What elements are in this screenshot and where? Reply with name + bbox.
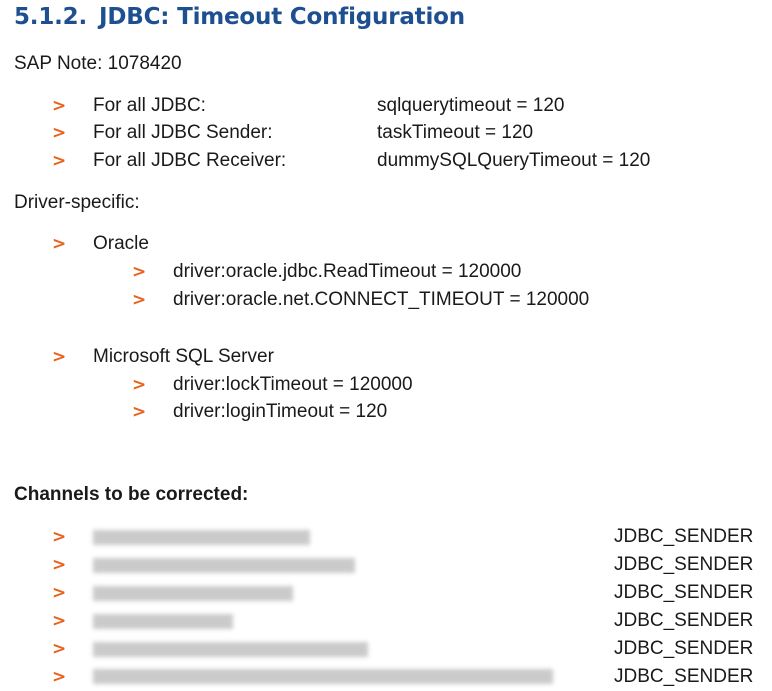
redacted-channel-name (93, 642, 368, 657)
channel-type: JDBC_SENDER (614, 582, 754, 603)
bullet-arrow-icon: > (52, 667, 67, 687)
timeout-label: For all JDBC: (93, 95, 206, 116)
driver-setting: driver:oracle.net.CONNECT_TIMEOUT = 1200… (173, 289, 590, 310)
bullet-arrow-icon: > (52, 347, 67, 367)
redacted-channel-name (93, 558, 355, 573)
bullet-arrow-icon: > (52, 527, 67, 547)
bullet-arrow-icon: > (52, 639, 67, 659)
driver-name: Oracle (93, 233, 149, 254)
timeout-label: For all JDBC Sender: (93, 122, 273, 143)
bullet-arrow-icon: > (52, 611, 67, 631)
redacted-channel-name (93, 614, 233, 629)
driver-setting: driver:oracle.jdbc.ReadTimeout = 120000 (173, 261, 522, 282)
bullet-arrow-icon: > (132, 290, 147, 310)
bullet-arrow-icon: > (52, 583, 67, 603)
channels-heading: Channels to be corrected: (14, 484, 249, 505)
bullet-arrow-icon: > (52, 96, 67, 116)
bullet-arrow-icon: > (52, 234, 67, 254)
bullet-arrow-icon: > (52, 151, 67, 171)
channel-type: JDBC_SENDER (614, 638, 754, 659)
driver-specific-label: Driver-specific: (14, 192, 140, 213)
driver-setting: driver:lockTimeout = 120000 (173, 374, 413, 395)
driver-setting: driver:loginTimeout = 120 (173, 401, 388, 422)
section-heading: 5.1.2. JDBC: Timeout Configuration (14, 4, 465, 30)
bullet-arrow-icon: > (52, 123, 67, 143)
redacted-channel-name (93, 669, 553, 684)
redacted-channel-name (93, 586, 293, 601)
section-number: 5.1.2. (14, 4, 88, 30)
driver-name: Microsoft SQL Server (93, 346, 274, 367)
redacted-channel-name (93, 530, 310, 545)
timeout-value: dummySQLQueryTimeout = 120 (377, 150, 651, 171)
bullet-arrow-icon: > (132, 375, 147, 395)
channel-type: JDBC_SENDER (614, 610, 754, 631)
channel-type: JDBC_SENDER (614, 666, 754, 687)
timeout-value: sqlquerytimeout = 120 (377, 95, 565, 116)
channel-type: JDBC_SENDER (614, 554, 754, 575)
bullet-arrow-icon: > (132, 402, 147, 422)
timeout-label: For all JDBC Receiver: (93, 150, 287, 171)
channel-type: JDBC_SENDER (614, 526, 754, 547)
bullet-arrow-icon: > (132, 262, 147, 282)
sap-note: SAP Note: 1078420 (14, 53, 182, 74)
bullet-arrow-icon: > (52, 555, 67, 575)
section-title: JDBC: Timeout Configuration (99, 4, 465, 30)
timeout-value: taskTimeout = 120 (377, 122, 534, 143)
